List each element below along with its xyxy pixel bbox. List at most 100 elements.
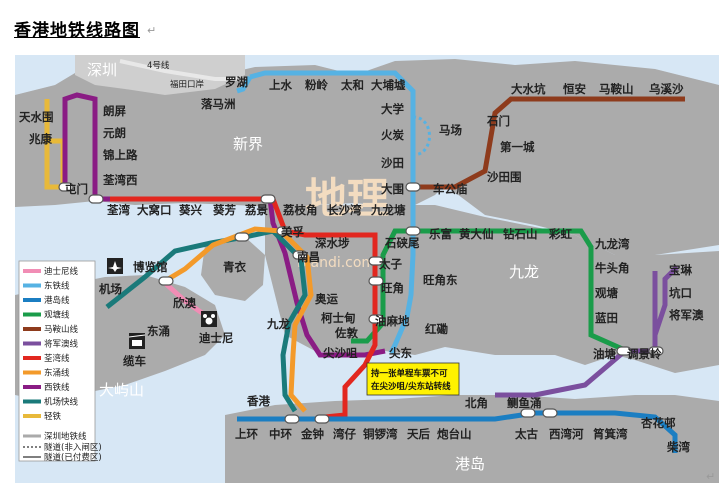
station-wu-kai-sha: 乌溪沙 — [649, 82, 684, 96]
station-yau-tong: 油塘 — [593, 347, 616, 361]
interchange-lai-king — [260, 194, 276, 204]
station-olympic: 奥运 — [314, 292, 338, 306]
station-quarry-bay: 鲗鱼涌 — [507, 396, 542, 410]
station-po-lam: 宝琳 — [669, 263, 692, 277]
station-tin-hau: 天后 — [407, 427, 430, 441]
station-sham-shui-po: 深水埗 — [315, 236, 350, 250]
station-university: 大学 — [381, 102, 404, 116]
station-choi-hung: 彩虹 — [548, 227, 572, 241]
station-yuen-long: 元朗 — [103, 126, 126, 140]
station-cable-car: 缆车 — [123, 354, 146, 368]
land-tsing-yi — [201, 237, 265, 301]
station-fortress-hill: 炮台山 — [437, 427, 472, 441]
line-island — [237, 410, 678, 453]
station-hung-hom: 红磡 — [425, 322, 448, 336]
station-tst: 尖沙咀 — [323, 346, 358, 360]
station-lok-ma-chau: 落马洲 — [201, 97, 236, 111]
line-east-rail-branch — [236, 75, 253, 94]
legend-label: 东涌线 — [44, 368, 70, 379]
station-mong-kok-east: 旺角东 — [423, 273, 458, 287]
station-tai-shui-hang: 大水坑 — [511, 82, 546, 96]
legend-label: 东铁线 — [44, 281, 70, 292]
station-kowloon: 九龙 — [266, 317, 290, 331]
station-sha-tin-wai: 沙田围 — [487, 170, 522, 184]
station-admiralty: 金钟 — [300, 427, 324, 441]
interchange-sunny-bay — [158, 276, 174, 286]
legend-tunnel-paid-label: 隧道(已付费区) — [44, 452, 102, 463]
station-long-ping: 朗屏 — [103, 104, 126, 118]
station-heng-on: 恒安 — [563, 82, 586, 96]
station-ma-on-shan: 马鞍山 — [599, 82, 634, 96]
interchange-mei-foo — [276, 226, 292, 236]
disneyland-icon — [201, 311, 217, 327]
interchange-yau-tong — [616, 346, 632, 356]
page-title: 香港地铁线路图 — [14, 21, 140, 41]
station-lam-tin: 蓝田 — [595, 311, 618, 325]
interchange-mong-kok — [368, 276, 384, 286]
legend-label: 港岛线 — [44, 295, 70, 306]
legend-label: 西铁线 — [44, 382, 70, 393]
station-tuen-mun: 屯门 — [65, 182, 88, 196]
sz-futian-label: 福田口岸 — [170, 79, 205, 90]
station-kwai-hing: 葵兴 — [178, 203, 202, 217]
station-fo-tan: 火炭 — [381, 128, 404, 142]
interchange-yau-ma-tei — [368, 314, 384, 324]
legend-tunnel-unpaid-label: 隧道(非入闸区) — [44, 442, 102, 453]
station-north-point: 北角 — [465, 396, 488, 410]
station-diamond-hill: 钻石山 — [503, 227, 538, 241]
transfer-note-line1: 持一张单程车票不可 — [371, 368, 448, 379]
interchange-markers — [58, 182, 664, 424]
interchange-prince-edward — [368, 256, 384, 266]
station-tsuen-wan-west: 荃湾西 — [103, 173, 138, 187]
station-tai-wo-hau: 大窝口 — [137, 203, 172, 217]
station-ngau-tau-kok: 牛头角 — [595, 261, 630, 275]
station-shek-mun: 石门 — [486, 114, 510, 128]
metro-map: 深圳 4号线 福田口岸 地理 Blandi.com 新界 九龙 大屿山 港岛 — [15, 55, 719, 483]
legend-symbols: 深圳地铁线 隧道(非入闸区) 隧道(已付费区) — [23, 431, 102, 463]
legend-label: 马鞍山线 — [44, 324, 79, 335]
interchange-kowloon-tong — [405, 226, 421, 236]
legend-label: 轻铁 — [44, 411, 62, 422]
station-first-city: 第一城 — [500, 140, 535, 154]
station-tsuen-wan: 荃湾 — [107, 203, 130, 217]
station-shau-kei-wan: 筲箕湾 — [593, 427, 628, 441]
station-asiaworld: 博览馆 — [133, 260, 168, 274]
line-tsuen-wan — [110, 196, 378, 420]
station-sheung-shui: 上水 — [269, 78, 292, 92]
area-label-hk-island: 港岛 — [455, 455, 485, 473]
line-tseung-kwan-o — [495, 265, 679, 398]
legend-label: 迪士尼线 — [44, 266, 79, 277]
interchange-tsuen-wan-west — [88, 194, 104, 204]
sz-line-4 — [119, 59, 237, 81]
interchange-tai-wai — [405, 182, 421, 192]
interchange-nam-cheong — [292, 250, 308, 260]
area-label-new-territories: 新界 — [233, 135, 263, 153]
station-tko: 将军澳 — [669, 308, 704, 322]
legend-panel — [18, 260, 96, 462]
station-lok-fu: 乐富 — [429, 227, 452, 241]
station-tung-chung: 东涌 — [147, 324, 170, 338]
station-kowloon-bay: 九龙湾 — [594, 237, 630, 251]
interchange-tuen-mun — [58, 182, 74, 192]
racecourse-spur — [412, 115, 431, 157]
line-airport-express — [105, 228, 308, 413]
line-disneyland — [163, 281, 207, 318]
line-ma-on-shan — [413, 96, 685, 190]
station-austin: 柯士甸 — [321, 311, 356, 325]
station-kowloon-tong: 九龙塘 — [370, 203, 406, 217]
sz-line4-label: 4号线 — [147, 60, 170, 71]
land-new-territories — [15, 59, 719, 255]
interchange-quarry-bay — [542, 408, 558, 418]
land-shenzhen — [75, 55, 245, 95]
station-tst-east: 尖东 — [389, 346, 412, 360]
legend-label: 观塘线 — [44, 310, 70, 321]
station-mong-kok: 旺角 — [381, 281, 404, 295]
interchange-tiu-keng-leng — [648, 346, 664, 356]
legend-label: 荃湾线 — [44, 353, 70, 364]
station-tiu-keng-leng: 调景岭 — [627, 347, 662, 361]
station-prince-edward: 太子 — [378, 257, 402, 271]
area-label-lantau: 大屿山 — [99, 381, 144, 399]
station-wan-chai: 湾仔 — [333, 427, 356, 441]
area-label-kowloon: 九龙 — [509, 263, 539, 281]
station-yau-ma-tei: 油麻地 — [375, 314, 410, 328]
